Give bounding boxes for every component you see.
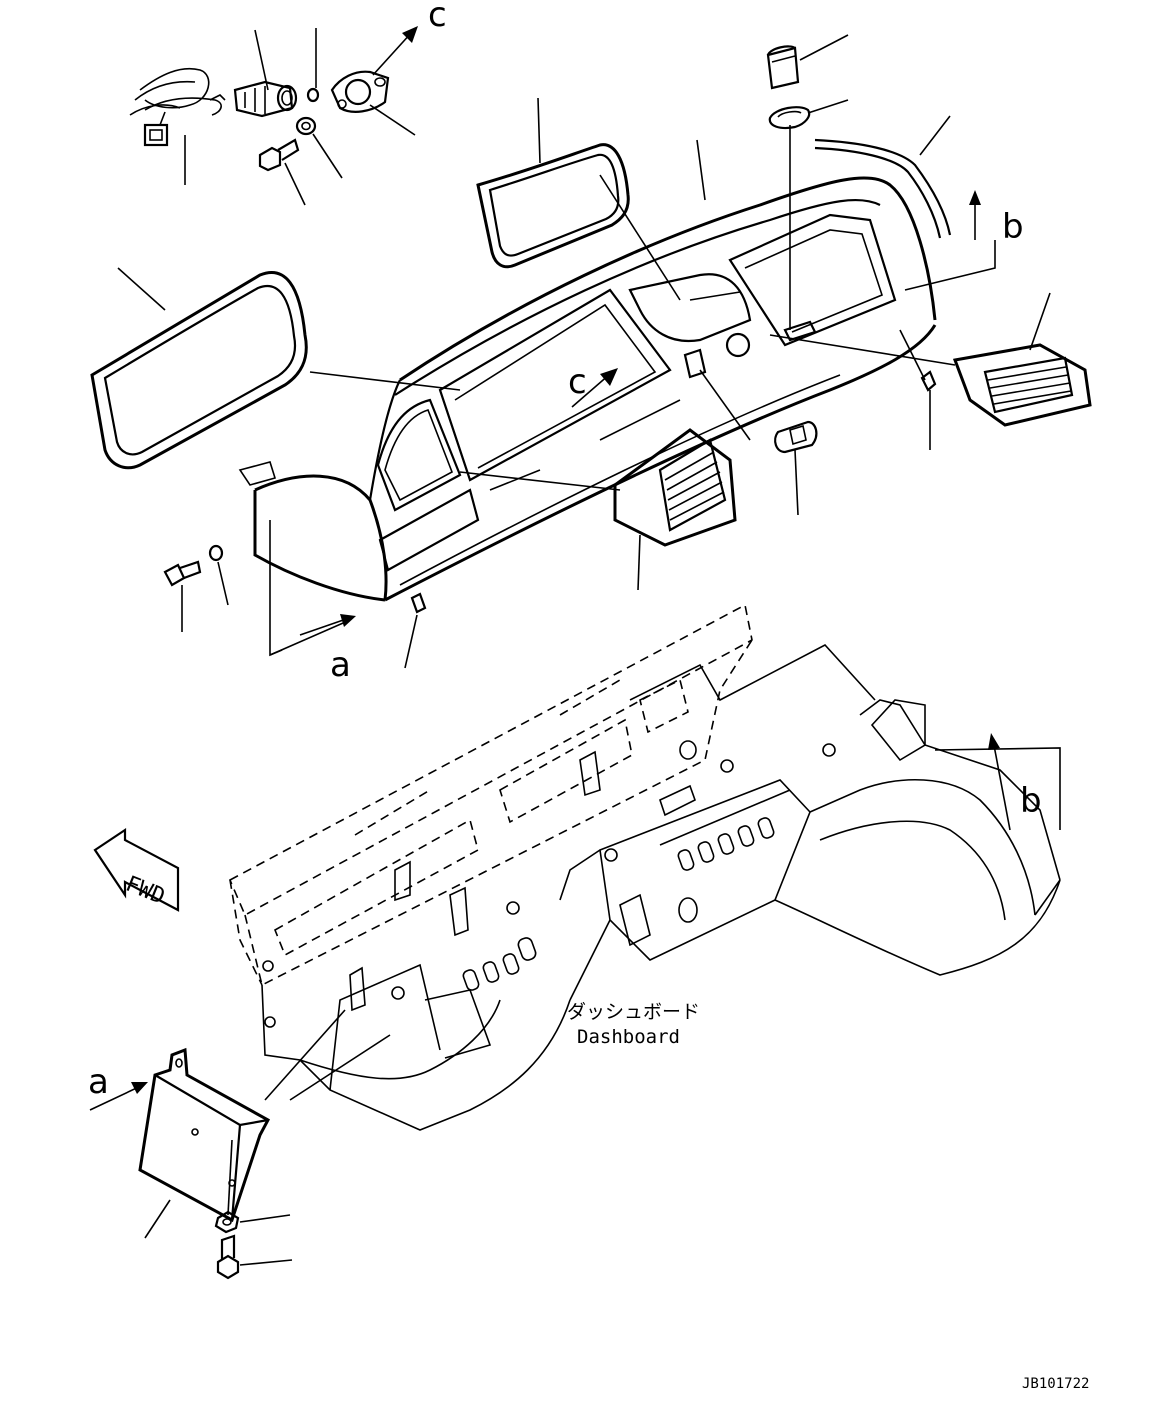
washer-panel: [208, 544, 224, 562]
fwd-label: FWD: [122, 872, 168, 910]
bolt-knob: [258, 138, 300, 172]
drawing-id: JB101722: [1022, 1376, 1089, 1392]
center-vent-slots: [677, 817, 775, 871]
display-frame-small: [476, 143, 630, 269]
screw-right: [920, 370, 937, 392]
callout-c-top: c: [428, 0, 447, 35]
leader-lines-top: [117, 28, 1051, 669]
clip-bottom: [410, 592, 427, 614]
callout-arrows: [89, 26, 1011, 1111]
rocker-switch-mid: [774, 420, 818, 454]
grommet-top: [768, 106, 811, 130]
wiring-harness: [129, 67, 226, 147]
rocker-switch-top: [766, 45, 800, 90]
bolt-plate: [216, 1234, 240, 1280]
fwd-arrow: FWD: [93, 827, 180, 912]
dashboard-label-jp: ダッシュボード: [567, 1001, 700, 1023]
leader-lines-bottom: [144, 1139, 293, 1266]
dashboard-label-en: Dashboard: [577, 1026, 680, 1048]
edge-trim-strip: [814, 138, 952, 239]
callout-c-mid: c: [568, 362, 587, 402]
callout-b-bottom: b: [1020, 781, 1042, 821]
washer: [295, 116, 317, 136]
dashboard-frame: [228, 603, 1061, 1131]
callout-a-top: a: [330, 645, 351, 685]
display-frame-large: [90, 271, 308, 470]
nut-small: [306, 87, 320, 103]
air-vent-right: [952, 343, 1092, 427]
callout-a-bottom: a: [88, 1062, 109, 1102]
knob-switch: [233, 80, 298, 118]
left-vent-slots: [462, 937, 537, 991]
air-vent-center: [613, 428, 737, 547]
bracket-plate: [330, 70, 390, 113]
cover-plate: [138, 1047, 271, 1223]
nut-plate: [214, 1210, 240, 1234]
dashboard-panel: [238, 176, 937, 602]
callout-b-top: b: [1002, 207, 1024, 247]
bolt-panel: [163, 560, 202, 587]
